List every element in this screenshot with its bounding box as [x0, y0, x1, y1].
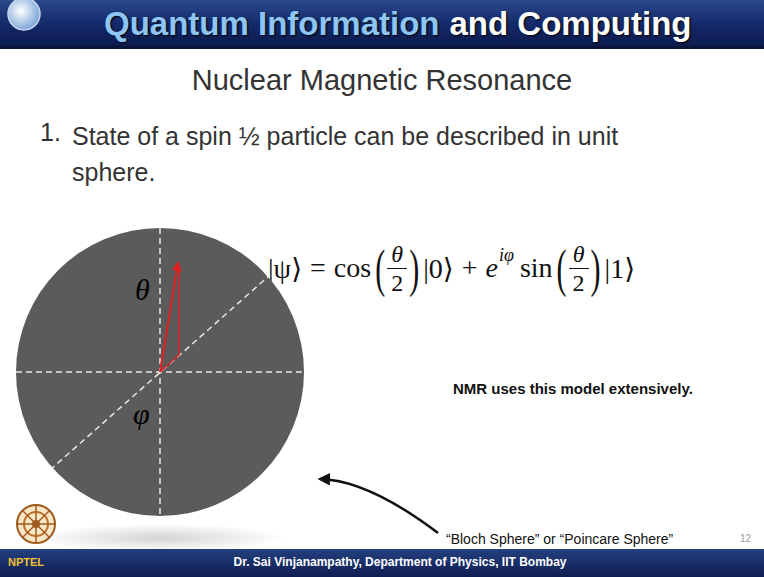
equation-exponent: iφ [499, 245, 514, 266]
equation-term: |0⟩ [423, 252, 454, 285]
fraction-denominator: 2 [391, 270, 403, 296]
page-number: 12 [740, 533, 751, 544]
fraction-numerator: θ [391, 241, 403, 267]
equation-term: |ψ⟩ [268, 252, 302, 285]
state-equation: |ψ⟩=cos(θ2)|0⟩+eiφsin(θ2)|1⟩ [268, 232, 635, 304]
equation-paren: ) [591, 238, 601, 298]
fraction-denominator: 2 [573, 270, 585, 296]
banner-logo [8, 0, 40, 30]
banner-course: Quantum Information [104, 5, 439, 43]
banner-course: and Computing [449, 5, 691, 43]
angle-label: φ [133, 397, 150, 431]
banner-edge [0, 46, 764, 49]
bloch-sphere: θφ [15, 227, 305, 517]
vector-projection [160, 271, 179, 372]
equation-fraction: θ2 [387, 241, 407, 296]
fraction-bar [569, 268, 589, 269]
equation-fraction: θ2 [569, 241, 589, 296]
bottom-banner [0, 549, 764, 577]
angle-label: θ [135, 273, 150, 307]
bloch-sphere-disc [16, 228, 304, 516]
nptel-logo [17, 505, 55, 543]
equation-term: sin [520, 252, 553, 284]
equation-paren: ) [409, 238, 419, 298]
footer-author: Dr. Sai Vinjanampathy, Department of Phy… [234, 555, 567, 569]
bullet-text: State of a spin ½ particle can be descri… [72, 118, 692, 190]
equation-term: = [310, 252, 326, 284]
equation-term: |1⟩ [605, 252, 636, 285]
equation-term: cos [334, 252, 371, 284]
banner-title: Quantum Information and Computing [104, 3, 691, 45]
equation-paren: ( [557, 238, 567, 298]
fraction-numerator: θ [573, 241, 585, 267]
equation-term: e [486, 252, 498, 284]
slide-title: Nuclear Magnetic Resonance [192, 64, 572, 97]
sphere-outline [15, 227, 305, 517]
state-vector [160, 263, 178, 372]
fraction-bar [387, 268, 407, 269]
pointer-arrow [320, 479, 438, 533]
item-number: 1. [40, 118, 61, 147]
sphere-name: “Bloch Sphere” or “Poincare Sphere” [446, 531, 673, 547]
top-banner [0, 0, 764, 48]
equation-paren: ( [375, 238, 385, 298]
sphere-axis [50, 275, 270, 470]
sphere-reflection [35, 524, 285, 552]
note-text: NMR uses this model extensively. [453, 380, 693, 397]
equation-term: + [462, 252, 478, 284]
footer-brand: NPTEL [8, 556, 44, 568]
